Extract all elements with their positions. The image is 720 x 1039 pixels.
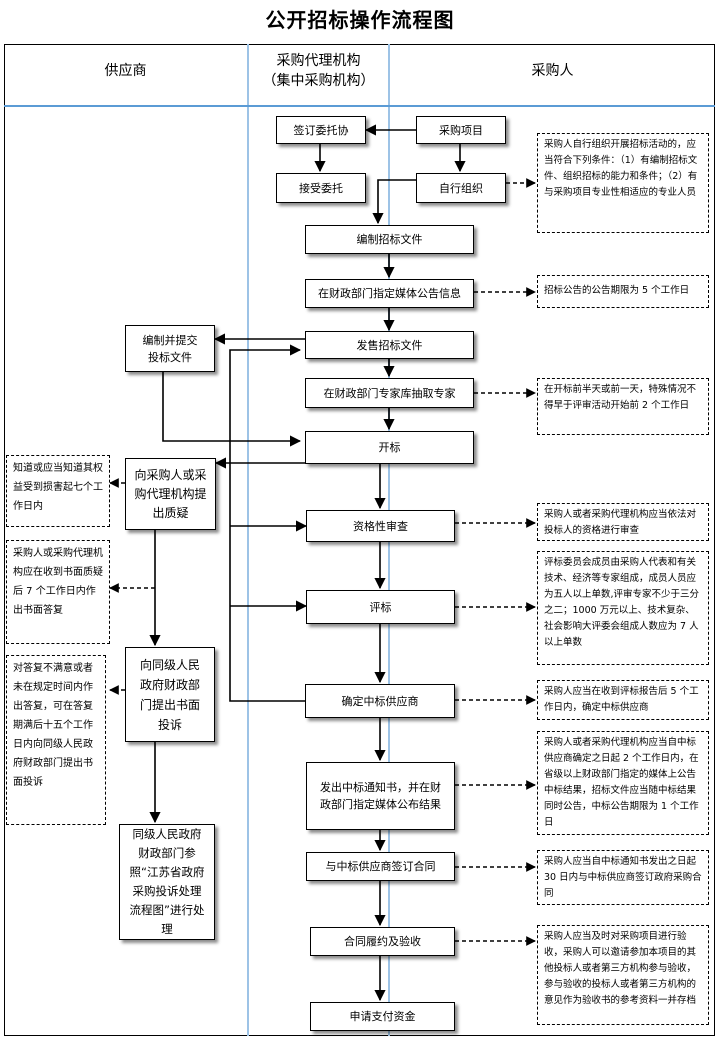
lane-header-agency-line2: （集中采购机构） [262, 73, 375, 89]
step-prepare-bid: 编制并提交投标文件 [125, 325, 215, 372]
note-notice-period: 招标公告的公告期限为 5 个工作日 [537, 275, 709, 308]
step-complaint: 向同级人民政府财政部门提出书面投诉 [125, 647, 215, 742]
step-performance-acceptance: 合同履约及验收 [310, 927, 455, 956]
step-sign-contract: 与中标供应商签订合同 [306, 852, 455, 881]
step-sign-entrust: 签订委托协 [276, 116, 366, 144]
note-acceptance: 采购人应当及时对采购项目进行验收，采购人可以邀请参加本项目的其他投标人或者第三方… [537, 925, 709, 1025]
page-title: 公开招标操作流程图 [265, 8, 455, 32]
diagram-frame [4, 44, 715, 1036]
lane-header-agency: 采购代理机构 （集中采购机构） [249, 51, 388, 91]
note-unsatisfied: 对答复不满意或者未在规定时间内作出答复，可在答复期满后十五个工作日内向同级人民政… [6, 655, 106, 825]
step-determine-winner: 确定中标供应商 [305, 684, 455, 718]
note-self-organize: 采购人自行组织开展招标活动的，应当符合下列条件：（1）有编制招标文件、组织招标的… [537, 133, 709, 233]
step-self-organize: 自行组织 [416, 173, 506, 203]
step-raise-query: 向采购人或采购代理机构提出质疑 [125, 458, 216, 530]
header-divider [4, 105, 715, 107]
lane-header-supplier: 供应商 [104, 63, 147, 79]
step-publish-notice: 在财政部门指定媒体公告信息 [305, 279, 474, 308]
note-confirm-winner: 采购人应当在收到评标报告后 5 个工作日内，确定中标供应商 [537, 680, 709, 720]
note-notice-publish: 采购人或者采购代理机构应当自中标供应商确定之日起 2 个工作日内，在省级以上财政… [537, 731, 709, 835]
lane-header-purchaser: 采购人 [531, 63, 574, 79]
note-reply-query: 采购人或采购代理机构应在收到书面质疑后 7 个工作日内作出书面答复 [6, 540, 110, 644]
note-qualification: 采购人或者采购代理机构应当依法对投标人的资格进行审查 [537, 503, 709, 541]
step-open-bids: 开标 [305, 431, 474, 464]
note-know-rights: 知道或应当知道其权益受到损害起七个工作日内 [6, 455, 110, 527]
lane-header-agency-line1: 采购代理机构 [276, 53, 361, 69]
note-committee: 评标委员会成员由采购人代表和有关技术、经济等专家组成，成员人员应为五人以上单数,… [537, 551, 709, 665]
lane-divider-left [247, 44, 249, 1036]
step-accept-entrust: 接受委托 [276, 173, 366, 203]
step-evaluation: 评标 [306, 590, 455, 624]
step-compile-docs: 编制招标文件 [305, 225, 474, 254]
step-complaint-processing: 同级人民政府财政部门参照“江苏省政府采购投诉处理流程图”进行处理 [119, 824, 215, 940]
step-issue-notice: 发出中标通知书，并在财政部门指定媒体公布结果 [306, 762, 455, 830]
step-qualification-review: 资格性审查 [306, 510, 455, 542]
step-apply-payment: 申请支付资金 [310, 1002, 455, 1031]
note-contract: 采购人应当自中标通知书发出之日起 30 日内与中标供应商签订政府采购合同 [537, 850, 709, 905]
step-sell-docs: 发售招标文件 [305, 331, 474, 359]
step-draw-experts: 在财政部门专家库抽取专家 [305, 378, 474, 408]
step-purchase-project: 采购项目 [416, 116, 506, 144]
note-expert-draw: 在开标前半天或前一天，特殊情况不得早于评审活动开始前 2 个工作日 [537, 378, 709, 435]
